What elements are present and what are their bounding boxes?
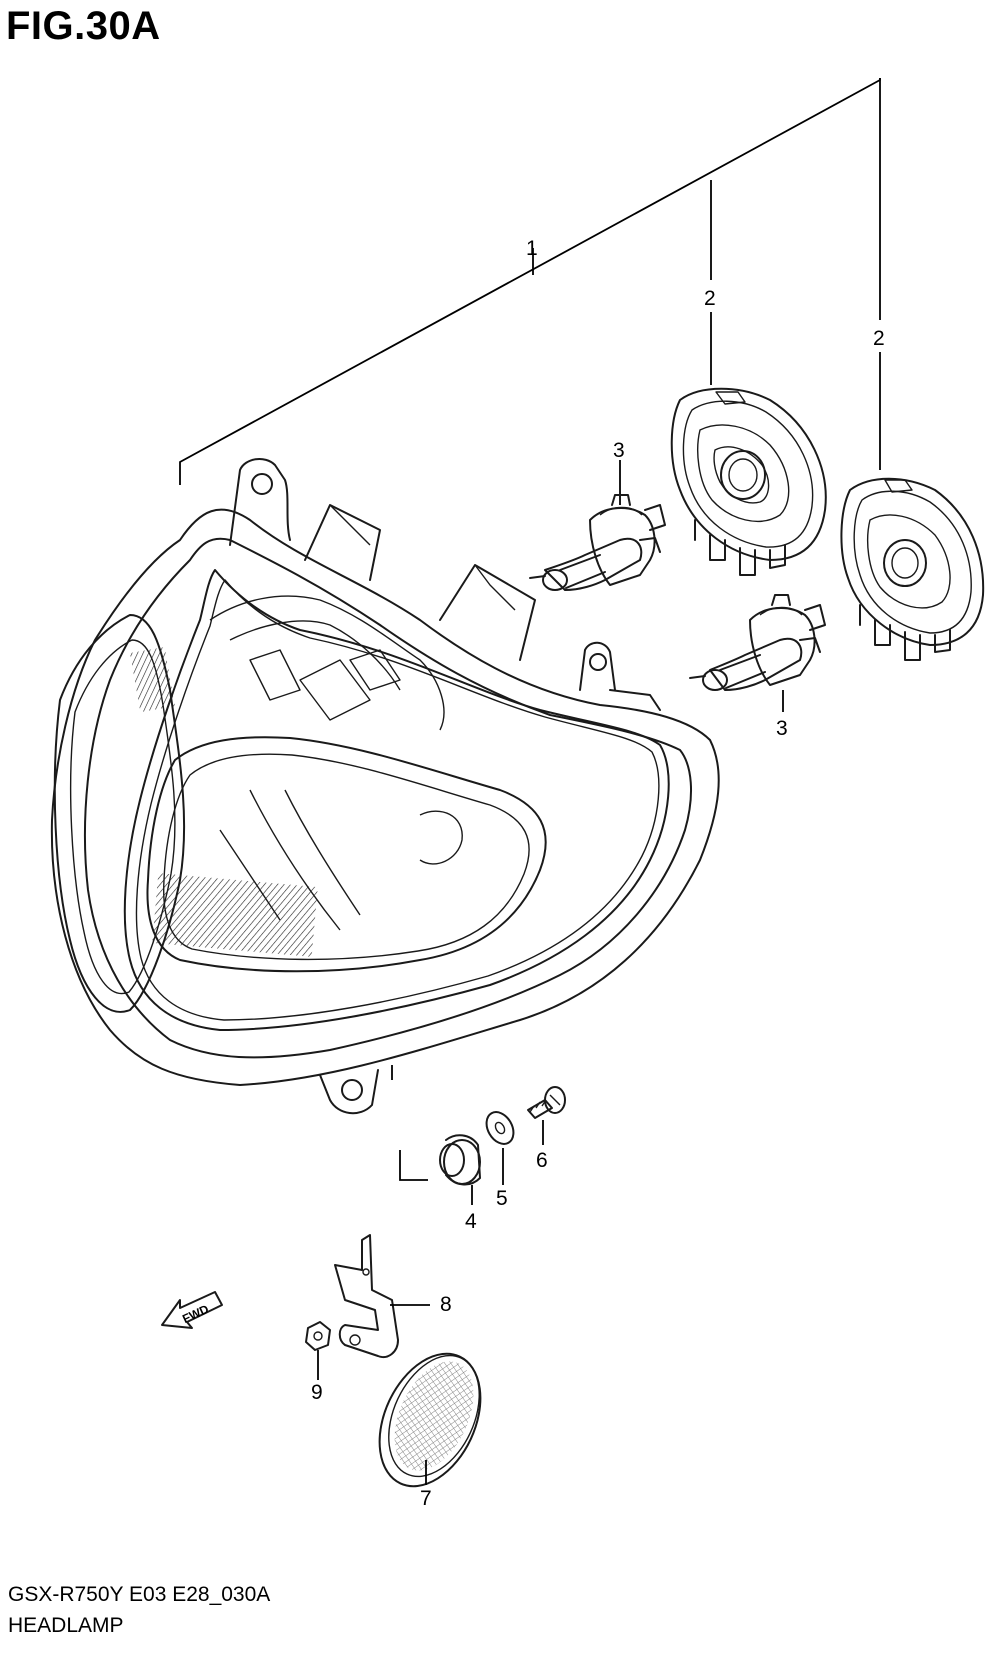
callout-6: 6 <box>536 1149 548 1172</box>
reflector <box>378 1352 482 1488</box>
bulb-socket-upper <box>670 387 827 576</box>
callout-7: 7 <box>420 1487 432 1510</box>
screw <box>527 1086 566 1119</box>
figure-title: FIG.30A <box>6 4 161 48</box>
callout-8: 8 <box>440 1293 452 1316</box>
mount-leader <box>391 1065 428 1181</box>
washer <box>485 1111 515 1145</box>
leader-lines-top <box>179 78 881 712</box>
section-name: HEADLAMP <box>8 1614 124 1637</box>
lower-leaders <box>317 1304 430 1485</box>
callout-5: 5 <box>496 1187 508 1210</box>
bulb-upper-tip <box>529 575 546 579</box>
grommet <box>439 1134 481 1186</box>
bulb-socket-lower <box>840 477 985 661</box>
callout-4: 4 <box>465 1210 477 1233</box>
callout-3-upper: 3 <box>613 439 625 462</box>
callout-2-lower: 2 <box>873 327 885 350</box>
callout-2-upper: 2 <box>704 287 716 310</box>
bracket-nut <box>305 1321 331 1351</box>
callout-9: 9 <box>311 1381 323 1404</box>
fwd-arrow: FWD <box>161 1291 223 1329</box>
callout-3-lower: 3 <box>776 717 788 740</box>
callout-1: 1 <box>526 237 538 260</box>
headlamp-assembly <box>50 458 720 1115</box>
model-code: GSX-R750Y E03 E28_030A <box>8 1583 271 1606</box>
callout-labels: 1 2 2 3 3 4 5 6 7 8 9 <box>311 237 885 1510</box>
hardware-leaders <box>471 1120 544 1205</box>
bulb-lower <box>689 594 826 691</box>
bulb-upper <box>542 494 666 591</box>
reflector-bracket <box>334 1234 399 1358</box>
